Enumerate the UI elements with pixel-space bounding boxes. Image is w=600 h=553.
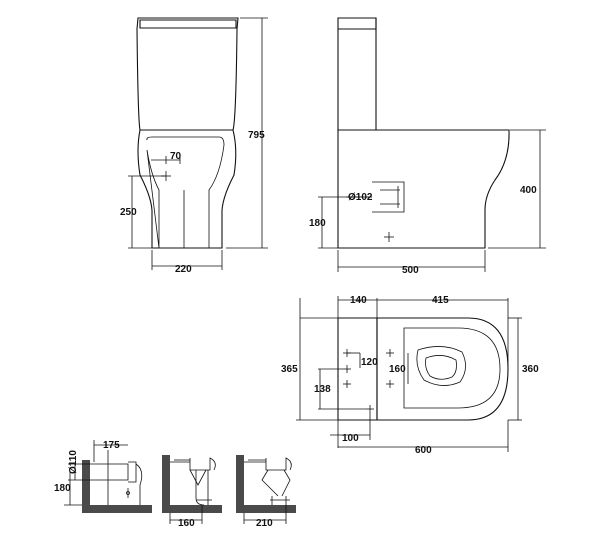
dim-label-140: 140 (350, 295, 367, 306)
dim-label-400: 400 (520, 185, 537, 196)
dim-label-600: 600 (415, 445, 432, 456)
plan-pan-outline (376, 317, 509, 421)
wall-section (162, 455, 170, 513)
vertical-pipe-a (170, 457, 216, 506)
dim-label-160-detail: 160 (178, 518, 195, 529)
side-pan-outline (337, 129, 510, 249)
dim-label-100: 100 (342, 433, 359, 444)
plan-bowl-outline (416, 346, 466, 386)
dim-label-250: 250 (120, 207, 137, 218)
dim-label-70: 70 (170, 151, 182, 162)
dim-label-210: 210 (256, 518, 273, 529)
wall-section (236, 455, 244, 513)
front-cistern-outline (136, 17, 239, 131)
dim-label-415: 415 (432, 295, 449, 306)
side-cistern-lid (338, 17, 377, 30)
install-detail-horizontal: 175 Ø110 180 (54, 440, 152, 513)
plan-view: 140 415 365 120 138 160 360 100 600 (281, 295, 539, 456)
vertical-pipe-b (244, 457, 292, 505)
wall-section (82, 460, 90, 513)
side-view: Ø102 180 400 500 (309, 17, 546, 276)
front-pan-outline (137, 129, 237, 249)
dim-label-180-side: 180 (309, 218, 326, 229)
plan-seat-outline (403, 327, 501, 409)
dim-label-220: 220 (175, 264, 192, 275)
front-view: 70 250 220 795 (120, 17, 268, 275)
horizontal-pipe (90, 461, 143, 505)
install-detail-vertical-b: 210 (236, 455, 296, 529)
dim-label-175: 175 (103, 440, 120, 451)
install-detail-vertical-a: 160 (162, 455, 222, 529)
dim-label-365: 365 (281, 364, 298, 375)
side-outlet-pipe (372, 181, 405, 213)
floor-section (82, 505, 152, 513)
dim-label-360: 360 (522, 364, 539, 375)
dim-label-795: 795 (248, 130, 265, 141)
side-cistern-outline (337, 17, 377, 131)
dim-label-d110: Ø110 (68, 450, 79, 474)
floor-section (236, 505, 296, 513)
front-trap-outline (146, 136, 225, 249)
dim-label-500: 500 (402, 265, 419, 276)
floor-section (162, 505, 222, 513)
dim-label-180-detail: 180 (54, 483, 71, 494)
dim-label-138: 138 (314, 384, 331, 395)
dim-label-120: 120 (361, 357, 378, 368)
front-cistern-lid (139, 19, 237, 29)
dim-label-d102: Ø102 (348, 192, 373, 203)
dim-label-160-plan: 160 (389, 364, 406, 375)
